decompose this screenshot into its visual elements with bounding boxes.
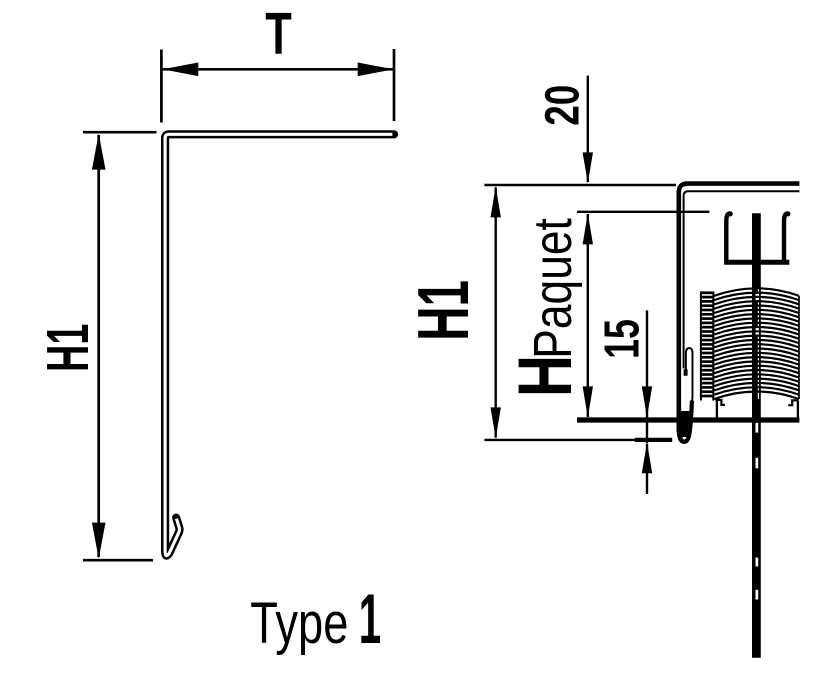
section-profile-hem-bottom-left — [676, 408, 685, 444]
strap-joint-gap — [755, 589, 759, 600]
coil-arc — [713, 334, 800, 345]
shutter-coil — [699, 287, 800, 401]
clip-right-prong-tip — [785, 211, 791, 217]
coil-arc — [713, 304, 800, 315]
coil-arcs — [713, 287, 800, 401]
dim-15-arrowhead-down — [641, 386, 653, 418]
coil-arc — [713, 325, 800, 336]
coil-arc — [713, 343, 800, 353]
dim-h1r-label: H1 — [403, 280, 483, 341]
coil-arc — [713, 351, 800, 362]
dim-h1-arrowhead-down — [91, 522, 106, 559]
tray-left-notch — [715, 398, 725, 406]
dim-20-label: 20 — [536, 85, 590, 126]
dim-h1-arrowhead-up — [91, 133, 106, 170]
dimension-height-H1: H1 — [34, 130, 157, 562]
dim-h1r-arrowhead-up — [490, 186, 501, 218]
dim-15-label: 15 — [595, 319, 650, 359]
coil-left-rungs — [700, 291, 715, 398]
section-profile-hem-loop — [684, 347, 694, 408]
dimension-section-H1: H1 — [403, 186, 501, 439]
dimension-bottom-clearance-15: 15 — [595, 310, 653, 494]
type-caption-word: Type — [250, 592, 348, 657]
dim-t-arrowhead-left — [162, 62, 199, 77]
section-profile-outer — [676, 181, 800, 424]
coil-arc — [713, 364, 800, 375]
dim-hpq-label-prefix: H — [504, 355, 588, 397]
coil-arc — [713, 390, 800, 401]
coil-arc — [713, 338, 800, 349]
coil-arc — [713, 377, 800, 388]
coil-arc — [713, 386, 800, 396]
coil-arc — [713, 330, 800, 340]
coil-arc — [713, 317, 800, 327]
dimension-h-paquet: H Paquet — [504, 213, 593, 418]
coil-arc — [713, 308, 800, 319]
type-caption-number: 1 — [359, 580, 381, 659]
profile-sheet-outline — [161, 130, 399, 560]
coil-arc — [713, 300, 800, 310]
coil-arc — [713, 347, 800, 358]
dim-hpq-label-word: Paquet — [524, 218, 583, 359]
coil-arc — [713, 373, 800, 383]
dim-t-arrowhead-right — [357, 62, 394, 77]
coil-arc — [713, 356, 800, 366]
section-profile-hem-bottom-right — [683, 400, 694, 444]
coil-arc — [713, 321, 800, 332]
dim-hpq-arrowhead-down — [582, 386, 593, 418]
tray-right-notch — [788, 399, 799, 407]
strap-joint-gap — [755, 422, 759, 433]
section-profile-inner — [682, 190, 800, 369]
profile-elevation-figure: T H1 Type 1 — [34, 1, 399, 659]
profile-section-figure: H1 20 H Paquet 15 — [403, 75, 800, 658]
section-profile-hem-junction — [683, 369, 688, 376]
package-tray — [715, 398, 800, 420]
clip-left-prong-tip — [727, 211, 733, 217]
dim-h1-label: H1 — [34, 324, 101, 372]
clip-left-prong — [724, 211, 731, 262]
coil-arc — [713, 287, 800, 297]
type-caption: Type 1 — [250, 580, 381, 659]
coil-arc — [713, 360, 800, 370]
coil-arc — [713, 368, 800, 379]
coil-arc — [713, 381, 800, 392]
coil-arc — [713, 291, 800, 302]
clip-right-prong — [781, 211, 788, 262]
strap-joint-gap — [755, 457, 759, 469]
dimension-width-T: T — [160, 1, 396, 123]
profile-sheet-core — [163, 132, 393, 558]
coil-arc — [713, 295, 800, 306]
dim-20-arrowhead-down — [582, 152, 593, 184]
strap-joint-gap — [755, 557, 759, 567]
suspension-clip — [724, 211, 791, 658]
dim-hpq-arrowhead-up — [582, 213, 593, 245]
coil-arc — [713, 313, 800, 323]
dimension-top-clearance-20: 20 — [536, 75, 593, 184]
profile-sheet — [161, 130, 399, 560]
dim-h1r-arrowhead-down — [490, 407, 501, 439]
dim-t-label: T — [265, 1, 292, 67]
